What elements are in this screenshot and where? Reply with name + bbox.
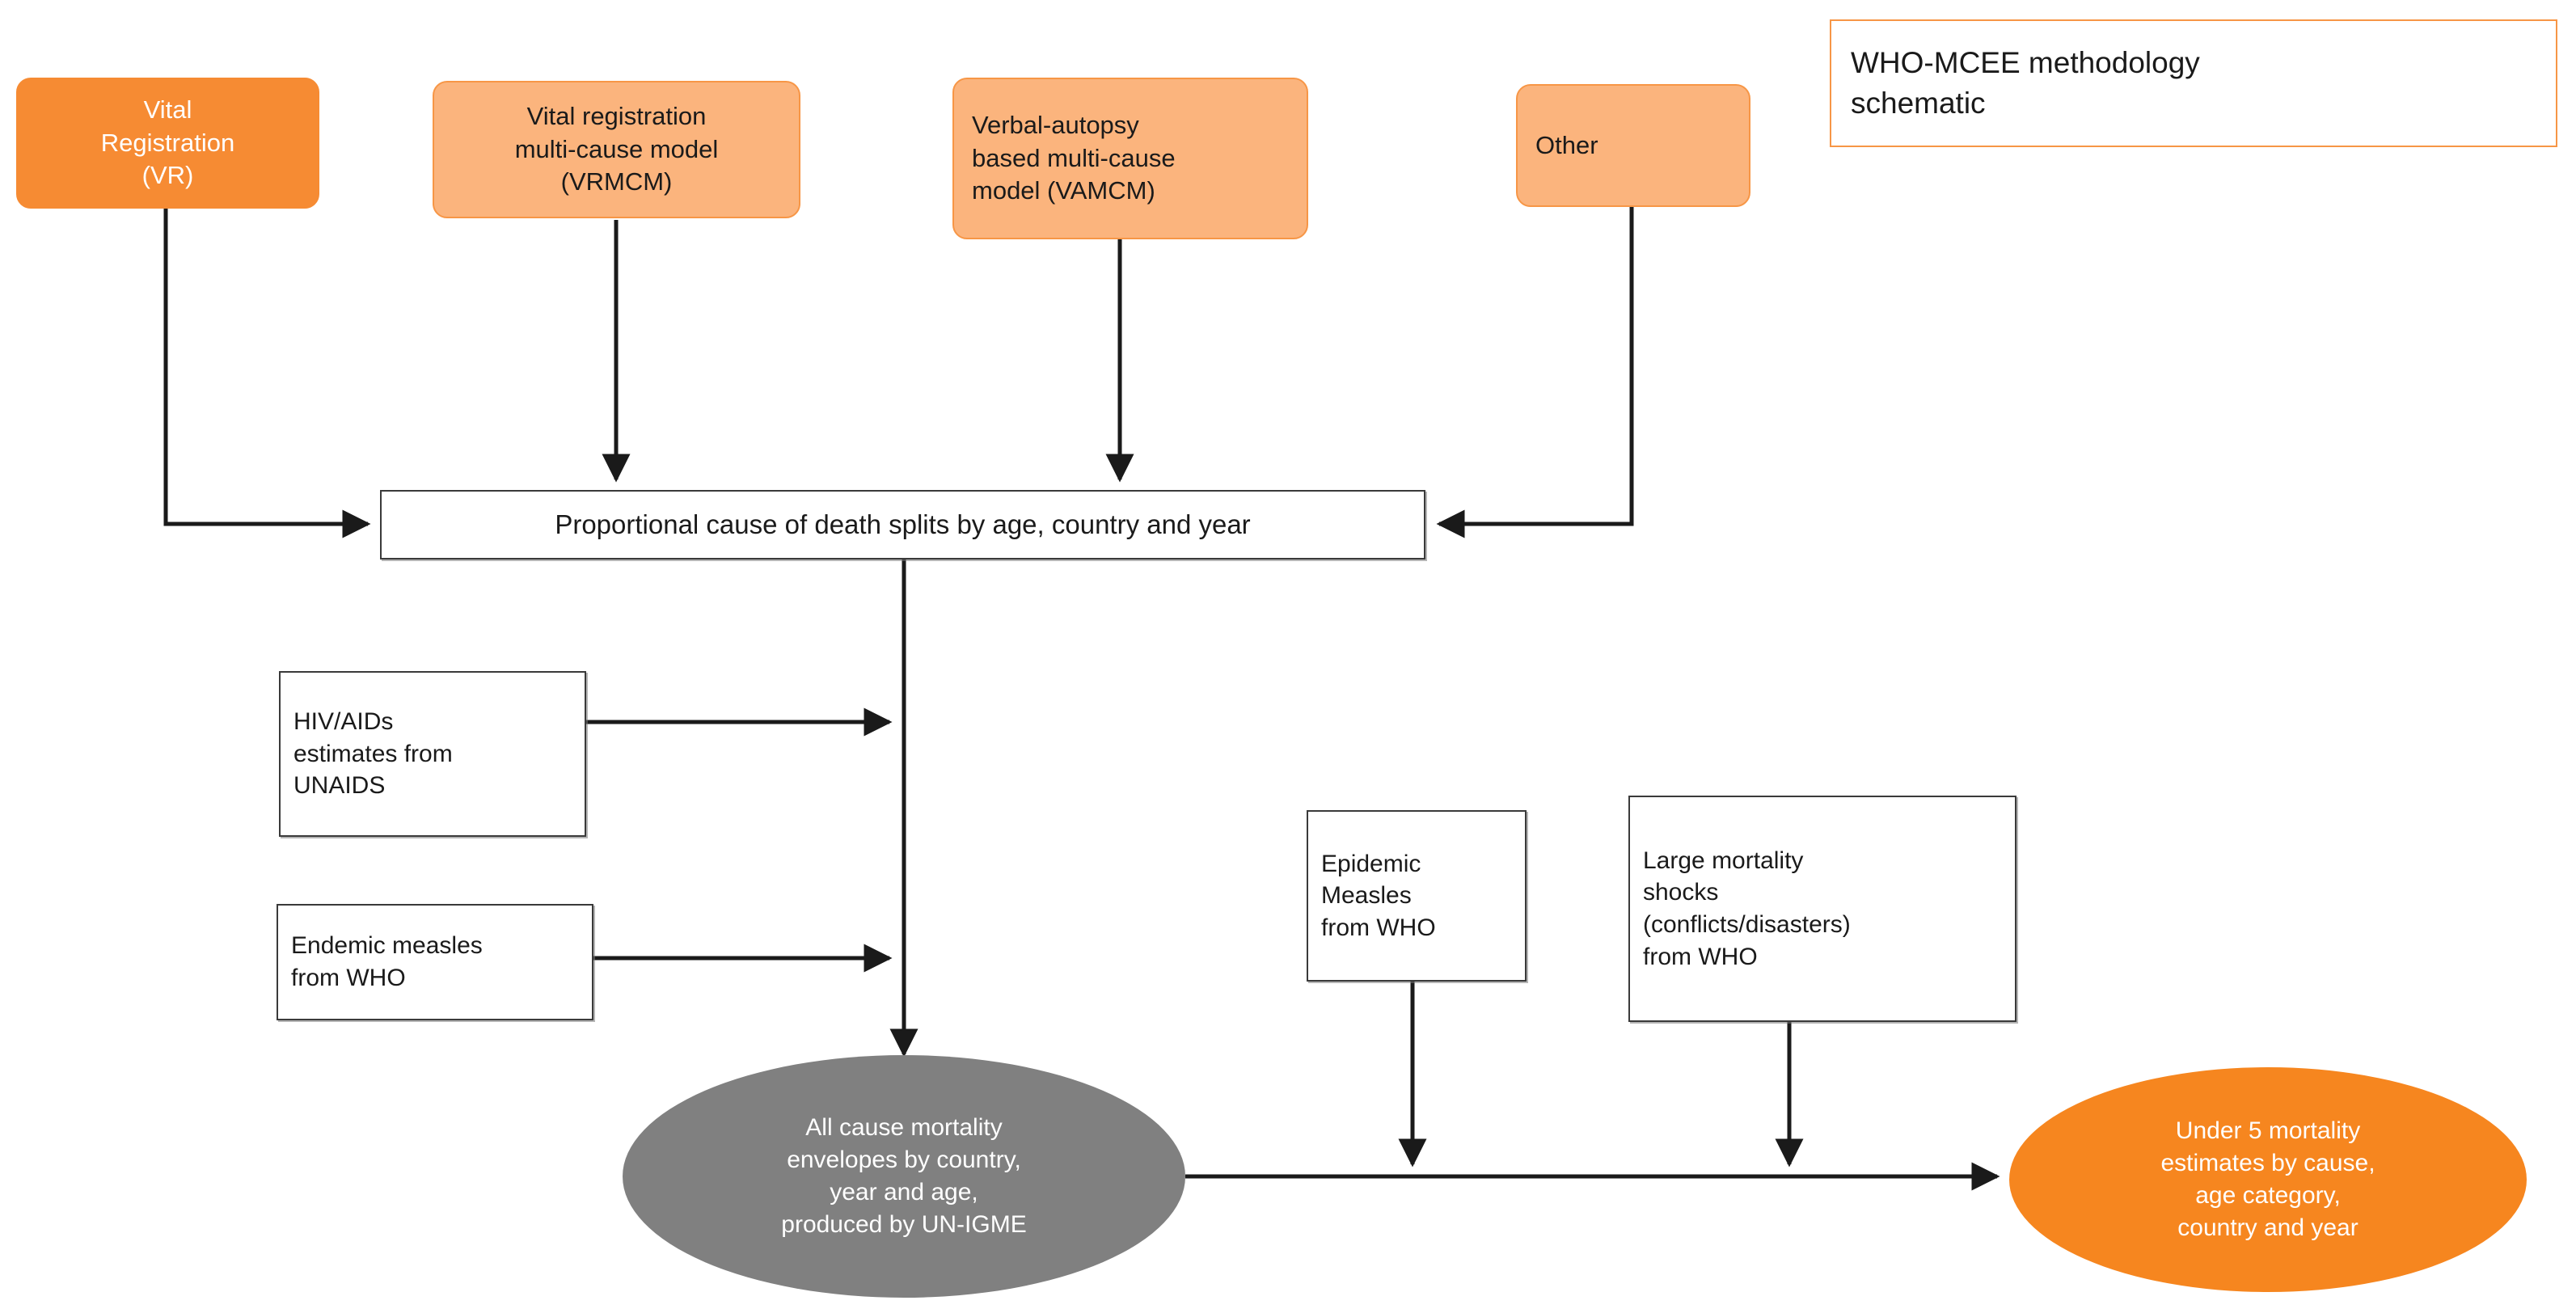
hiv-aids-line-3: UNAIDS [293, 772, 386, 800]
node-all-cause-envelopes[interactable]: All cause mortality envelopes by country… [623, 1055, 1185, 1298]
vamcm-line-1: Verbal-autopsy [972, 110, 1139, 139]
endemic-measles-line-2: from WHO [291, 965, 406, 991]
hiv-aids-line-2: estimates from [293, 740, 453, 767]
vital-registration-line-2: Registration [100, 128, 235, 157]
vital-registration-line-1: Vital [143, 95, 192, 124]
all-cause-envelopes-line-2: envelopes by country, [787, 1146, 1021, 1173]
under5-estimates-line-1: Under 5 mortality [2175, 1117, 2361, 1144]
node-endemic-measles[interactable]: Endemic measles from WHO [277, 904, 593, 1020]
epidemic-measles-line-1: Epidemic [1321, 850, 1421, 877]
node-epidemic-measles[interactable]: Epidemic Measles from WHO [1307, 810, 1527, 982]
under5-estimates-line-4: country and year [2177, 1214, 2359, 1242]
other-line-1: Other [1535, 130, 1598, 159]
title-box: WHO-MCEE methodology schematic [1830, 19, 2557, 147]
node-vrmcm[interactable]: Vital registration multi-cause model (VR… [433, 81, 800, 218]
all-cause-envelopes-line-3: year and age, [830, 1179, 978, 1206]
edge-other-to-splits [1436, 207, 1634, 538]
vrmcm-line-3: (VRMCM) [560, 167, 673, 196]
vrmcm-line-1: Vital registration [526, 101, 707, 130]
under5-estimates-line-3: age category, [2195, 1182, 2341, 1209]
node-vital-registration[interactable]: Vital Registration (VR) [16, 78, 319, 209]
mortality-shocks-line-3: (conflicts/disasters) [1643, 911, 1851, 938]
proportional-splits-line-1: Proportional cause of death splits by ag… [555, 509, 1251, 540]
epidemic-measles-line-3: from WHO [1321, 914, 1436, 941]
vamcm-line-3: model (VAMCM) [972, 176, 1155, 205]
hiv-aids-line-1: HIV/AIDs [293, 708, 394, 736]
edge-vr-to-splits [163, 209, 371, 538]
mortality-shocks-line-1: Large mortality [1643, 847, 1804, 874]
vital-registration-line-3: (VR) [141, 161, 194, 190]
vrmcm-line-2: multi-cause model [514, 134, 719, 163]
vamcm-line-2: based multi-cause [972, 143, 1176, 172]
endemic-measles-line-1: Endemic measles [291, 932, 483, 960]
node-proportional-splits[interactable]: Proportional cause of death splits by ag… [380, 490, 1425, 559]
title-line-2: schematic [1851, 87, 1986, 120]
all-cause-envelopes-line-1: All cause mortality [805, 1113, 1003, 1141]
epidemic-measles-line-2: Measles [1321, 882, 1412, 910]
node-other[interactable]: Other [1516, 84, 1750, 207]
node-under5-estimates[interactable]: Under 5 mortality estimates by cause, ag… [2009, 1067, 2527, 1292]
node-mortality-shocks[interactable]: Large mortality shocks (conflicts/disast… [1628, 796, 2016, 1022]
under5-estimates-line-2: estimates by cause, [2160, 1149, 2375, 1176]
node-vamcm[interactable]: Verbal-autopsy based multi-cause model (… [952, 78, 1308, 239]
title-line-1: WHO-MCEE methodology [1851, 46, 2200, 80]
mortality-shocks-line-4: from WHO [1643, 943, 1758, 970]
mortality-shocks-line-2: shocks [1643, 879, 1719, 906]
all-cause-envelopes-line-4: produced by UN-IGME [781, 1211, 1027, 1239]
node-hiv-aids[interactable]: HIV/AIDs estimates from UNAIDS [279, 671, 586, 837]
